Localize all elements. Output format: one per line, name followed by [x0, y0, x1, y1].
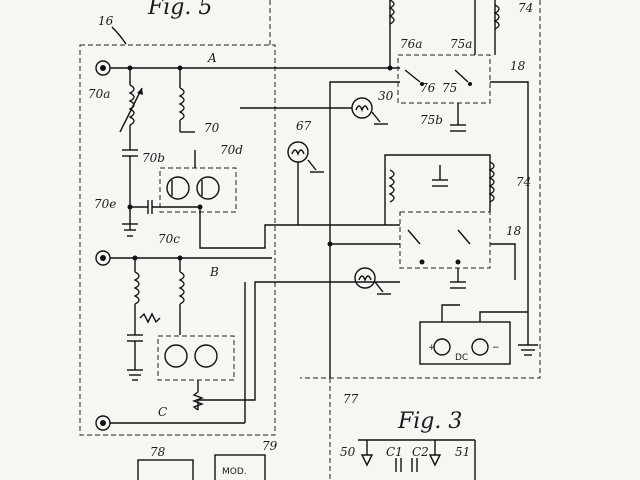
label-79: 79 [262, 439, 278, 453]
figure-title-secondary: Fig. 3 [397, 409, 462, 434]
transistor-block-70 [159, 167, 237, 213]
switch-contact [407, 229, 421, 245]
terminal-a-dot [100, 65, 106, 71]
node [420, 82, 424, 86]
wire [479, 311, 528, 322]
label-74-upper: 74 [518, 1, 533, 15]
label-78: 78 [150, 445, 166, 459]
dc-terminal-minus [471, 338, 489, 356]
coil-b2 [178, 271, 185, 305]
right-enclosure [300, 0, 541, 379]
switch-contact [457, 229, 471, 245]
resistor-c [192, 391, 204, 411]
coil-lower-left [388, 169, 395, 203]
node [455, 259, 461, 265]
label-76a: 76a [400, 37, 422, 51]
label-c2: C2 [412, 445, 429, 459]
transistor-1 [166, 176, 190, 200]
dc-plus-sign: + [428, 343, 436, 353]
wire-loop [384, 154, 491, 225]
lamp-67 [287, 141, 309, 163]
wire-77-up [329, 81, 400, 378]
mod-label: MOD. [222, 467, 247, 477]
coil-70 [178, 87, 185, 121]
label-70d: 70d [220, 143, 243, 157]
lamp-lower [354, 267, 376, 289]
lamp-filament [355, 105, 369, 112]
label-70c: 70c [158, 232, 180, 246]
label-74-lower: 74 [516, 175, 531, 189]
label-line-b: B [209, 265, 219, 279]
wire [374, 281, 384, 293]
switch-contact [454, 69, 469, 83]
transistor-3 [164, 344, 188, 368]
label-50: 50 [340, 445, 356, 459]
terminal-b-dot [100, 255, 106, 261]
dc-label: DC [455, 353, 468, 363]
label-67: 67 [296, 119, 312, 133]
label-75b: 75b [420, 113, 443, 127]
label-77: 77 [343, 392, 359, 406]
label-18-upper: 18 [510, 59, 526, 73]
block-78 [137, 459, 194, 480]
label-line-a: A [207, 51, 217, 65]
lamp-filament [358, 275, 372, 282]
label-18-lower: 18 [506, 224, 522, 238]
relay-block-upper [397, 54, 491, 104]
label-70e: 70e [94, 197, 116, 211]
label-c1: C1 [386, 445, 403, 459]
enclosure-16 [79, 44, 276, 436]
label-70b: 70b [142, 151, 165, 165]
transistor-2 [196, 176, 220, 200]
dc-terminal-plus [433, 338, 451, 356]
coil-74-upper [493, 4, 500, 30]
label-30: 30 [378, 89, 394, 103]
coil-b1 [133, 271, 140, 305]
relay-block-lower [399, 211, 491, 269]
dc-minus-sign: − [492, 343, 500, 353]
resistor-b [139, 312, 161, 324]
leader-16 [111, 26, 127, 45]
wire-right [490, 81, 529, 320]
arrowhead [137, 88, 143, 95]
wire-70-out [199, 207, 400, 249]
label-16: 16 [98, 14, 114, 28]
dc-source [419, 321, 511, 365]
label-70: 70 [204, 121, 220, 135]
coil-74-lower [488, 161, 495, 203]
figure-title-main: Fig. 5 [147, 0, 212, 20]
label-line-c: C [158, 405, 167, 419]
terminal-c-dot [100, 420, 106, 426]
label-75: 75 [442, 81, 457, 95]
switch-contact [404, 69, 421, 83]
transistor-block-b [157, 335, 235, 381]
wire [490, 243, 516, 280]
wire [307, 159, 317, 171]
coil-upper-left [388, 0, 395, 25]
variable-arrow [119, 87, 143, 133]
label-75a: 75a [450, 37, 472, 51]
wire [441, 304, 460, 322]
block-79-mod [214, 454, 266, 480]
transistor-4 [194, 344, 218, 368]
label-51: 51 [455, 445, 470, 459]
lamp-30 [351, 97, 373, 119]
lamp-filament [291, 149, 305, 156]
node [468, 82, 472, 86]
fig3-diode-51 [428, 454, 442, 467]
node [419, 259, 425, 265]
fig3-diode-50 [360, 454, 374, 467]
label-70a: 70a [88, 87, 110, 101]
wire-b-out [197, 281, 400, 410]
wire [371, 111, 381, 123]
